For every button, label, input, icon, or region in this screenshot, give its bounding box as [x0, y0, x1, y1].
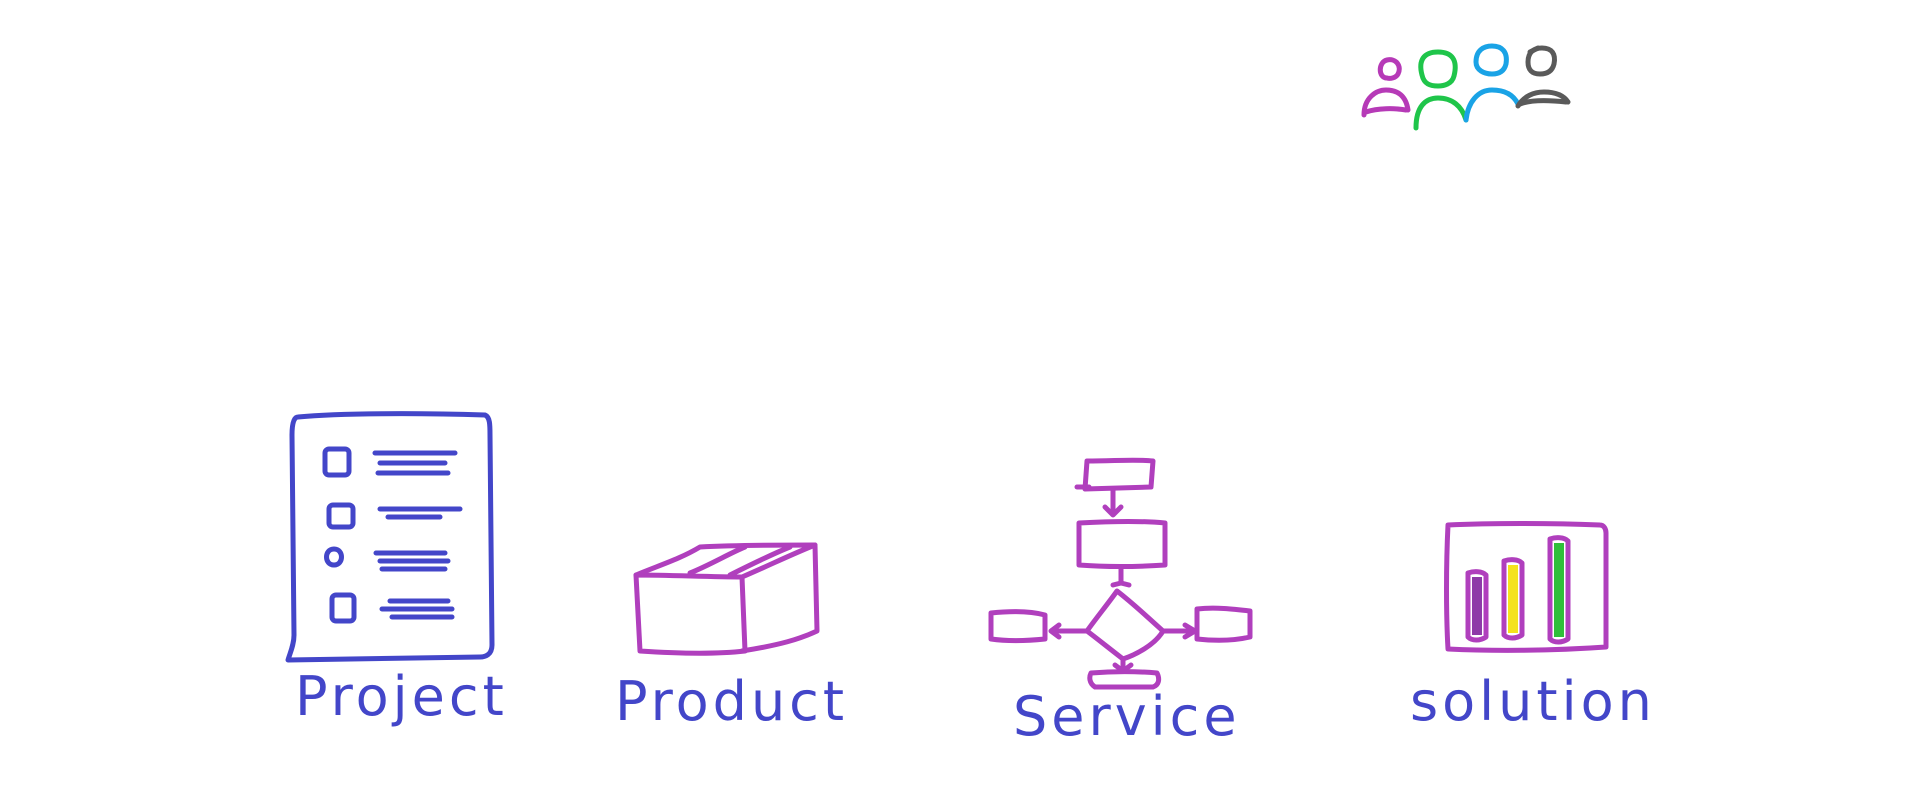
label-solution: solution [1410, 670, 1656, 733]
checklist-document-icon [285, 411, 495, 663]
label-project: Project [295, 665, 508, 728]
person-green-icon [1413, 49, 1469, 131]
checklist-item [329, 592, 455, 624]
person-gray-icon [1515, 45, 1571, 109]
flowchart-icon [988, 457, 1253, 690]
bar-yellow [1501, 557, 1525, 641]
label-service: Service [1013, 685, 1241, 748]
bar-chart-icon [1444, 521, 1609, 653]
box-icon [633, 542, 820, 656]
bar-purple [1465, 569, 1489, 643]
bar-green [1547, 535, 1571, 645]
person-cyan-icon [1463, 43, 1521, 123]
checklist-item [322, 446, 458, 478]
checklist-item [324, 546, 451, 572]
people-group-icon [1361, 43, 1571, 131]
label-product: Product [615, 670, 849, 733]
checklist-item [326, 502, 463, 530]
person-magenta-icon [1361, 57, 1411, 118]
